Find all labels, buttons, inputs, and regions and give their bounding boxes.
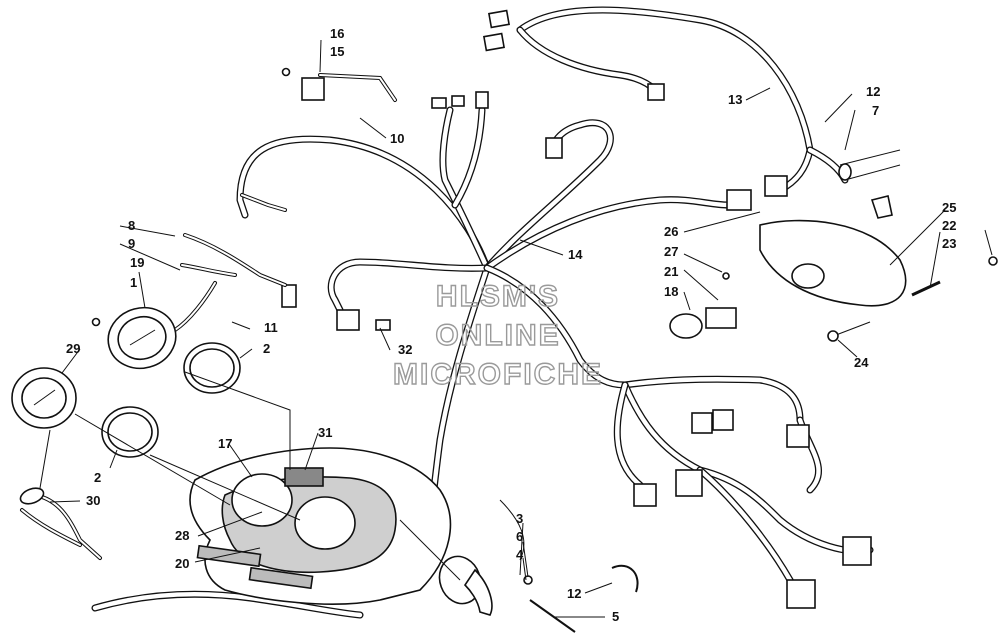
callout-12b: 12 bbox=[567, 586, 581, 601]
callout-6: 6 bbox=[516, 529, 523, 544]
callout-23: 23 bbox=[942, 236, 956, 251]
callout-29: 29 bbox=[66, 341, 80, 356]
callout-7: 7 bbox=[872, 103, 879, 118]
tachometer-gauge bbox=[11, 367, 77, 429]
callout-19: 19 bbox=[130, 255, 144, 270]
callout-30: 30 bbox=[86, 493, 100, 508]
watermark-line-3: MICROFICHE bbox=[393, 358, 603, 391]
callout-1: 1 bbox=[130, 275, 137, 290]
callout-32: 32 bbox=[398, 342, 412, 357]
callout-16: 16 bbox=[330, 26, 344, 41]
gauge-bezel-rings bbox=[101, 342, 241, 458]
harness-connectors bbox=[281, 9, 872, 609]
callout-10: 10 bbox=[390, 131, 404, 146]
callout-13: 13 bbox=[728, 92, 742, 107]
callout-3: 3 bbox=[516, 511, 523, 526]
callout-17: 17 bbox=[218, 436, 232, 451]
callout-14: 14 bbox=[568, 247, 583, 262]
callout-28: 28 bbox=[175, 528, 189, 543]
fasteners bbox=[91, 67, 998, 585]
callout-21: 21 bbox=[664, 264, 678, 279]
callout-9: 9 bbox=[128, 236, 135, 251]
callout-8: 8 bbox=[128, 218, 135, 233]
speedometer-gauge bbox=[107, 306, 177, 370]
callout-2a: 2 bbox=[263, 341, 270, 356]
callout-20: 20 bbox=[175, 556, 189, 571]
callout-labels: 8 9 19 1 11 2 29 2 30 17 31 28 20 16 15 … bbox=[66, 26, 956, 624]
watermark-line-2: ONLINE bbox=[435, 319, 560, 352]
grommet-tube bbox=[838, 149, 901, 181]
callout-26: 26 bbox=[664, 224, 678, 239]
watermark-line-1: HLSM'S bbox=[436, 280, 560, 313]
retainer-clip bbox=[611, 564, 639, 593]
key-switch bbox=[669, 307, 737, 339]
callout-11: 11 bbox=[264, 320, 278, 335]
cable bbox=[529, 599, 576, 633]
dash-pod bbox=[189, 447, 452, 605]
callout-4: 4 bbox=[516, 547, 524, 562]
callout-31: 31 bbox=[318, 425, 332, 440]
callout-25: 25 bbox=[942, 200, 956, 215]
callout-24: 24 bbox=[854, 355, 869, 370]
callout-18: 18 bbox=[664, 284, 678, 299]
watermark: HLSM'S ONLINE MICROFICHE bbox=[392, 279, 603, 391]
indicator-bulb bbox=[19, 487, 45, 505]
callout-2b: 2 bbox=[94, 470, 101, 485]
headlight-housing bbox=[759, 195, 907, 307]
callout-22: 22 bbox=[942, 218, 956, 233]
callout-15: 15 bbox=[330, 44, 344, 59]
callout-27: 27 bbox=[664, 244, 678, 259]
callout-12a: 12 bbox=[866, 84, 880, 99]
leader-lines bbox=[39, 39, 993, 618]
callout-5: 5 bbox=[612, 609, 619, 624]
